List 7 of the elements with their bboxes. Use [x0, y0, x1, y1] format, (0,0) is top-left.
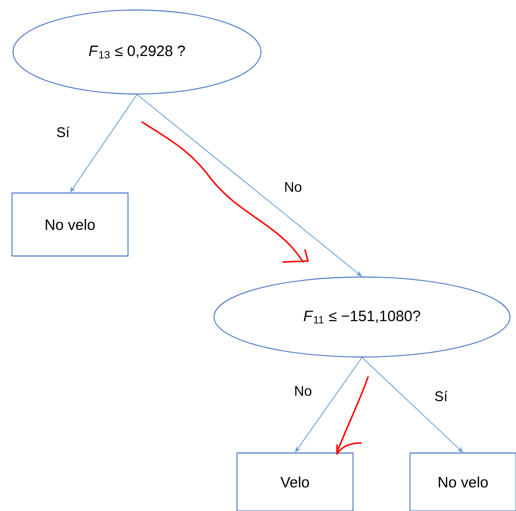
edge-label: Sí — [433, 390, 449, 402]
leaf-box: No velo — [410, 452, 516, 511]
leaf-box: No velo — [12, 192, 128, 256]
edge-label: No — [283, 181, 303, 193]
edge-label: No — [293, 385, 313, 397]
leaf-box: Velo — [236, 452, 354, 511]
edge-label: Sí — [55, 126, 71, 138]
